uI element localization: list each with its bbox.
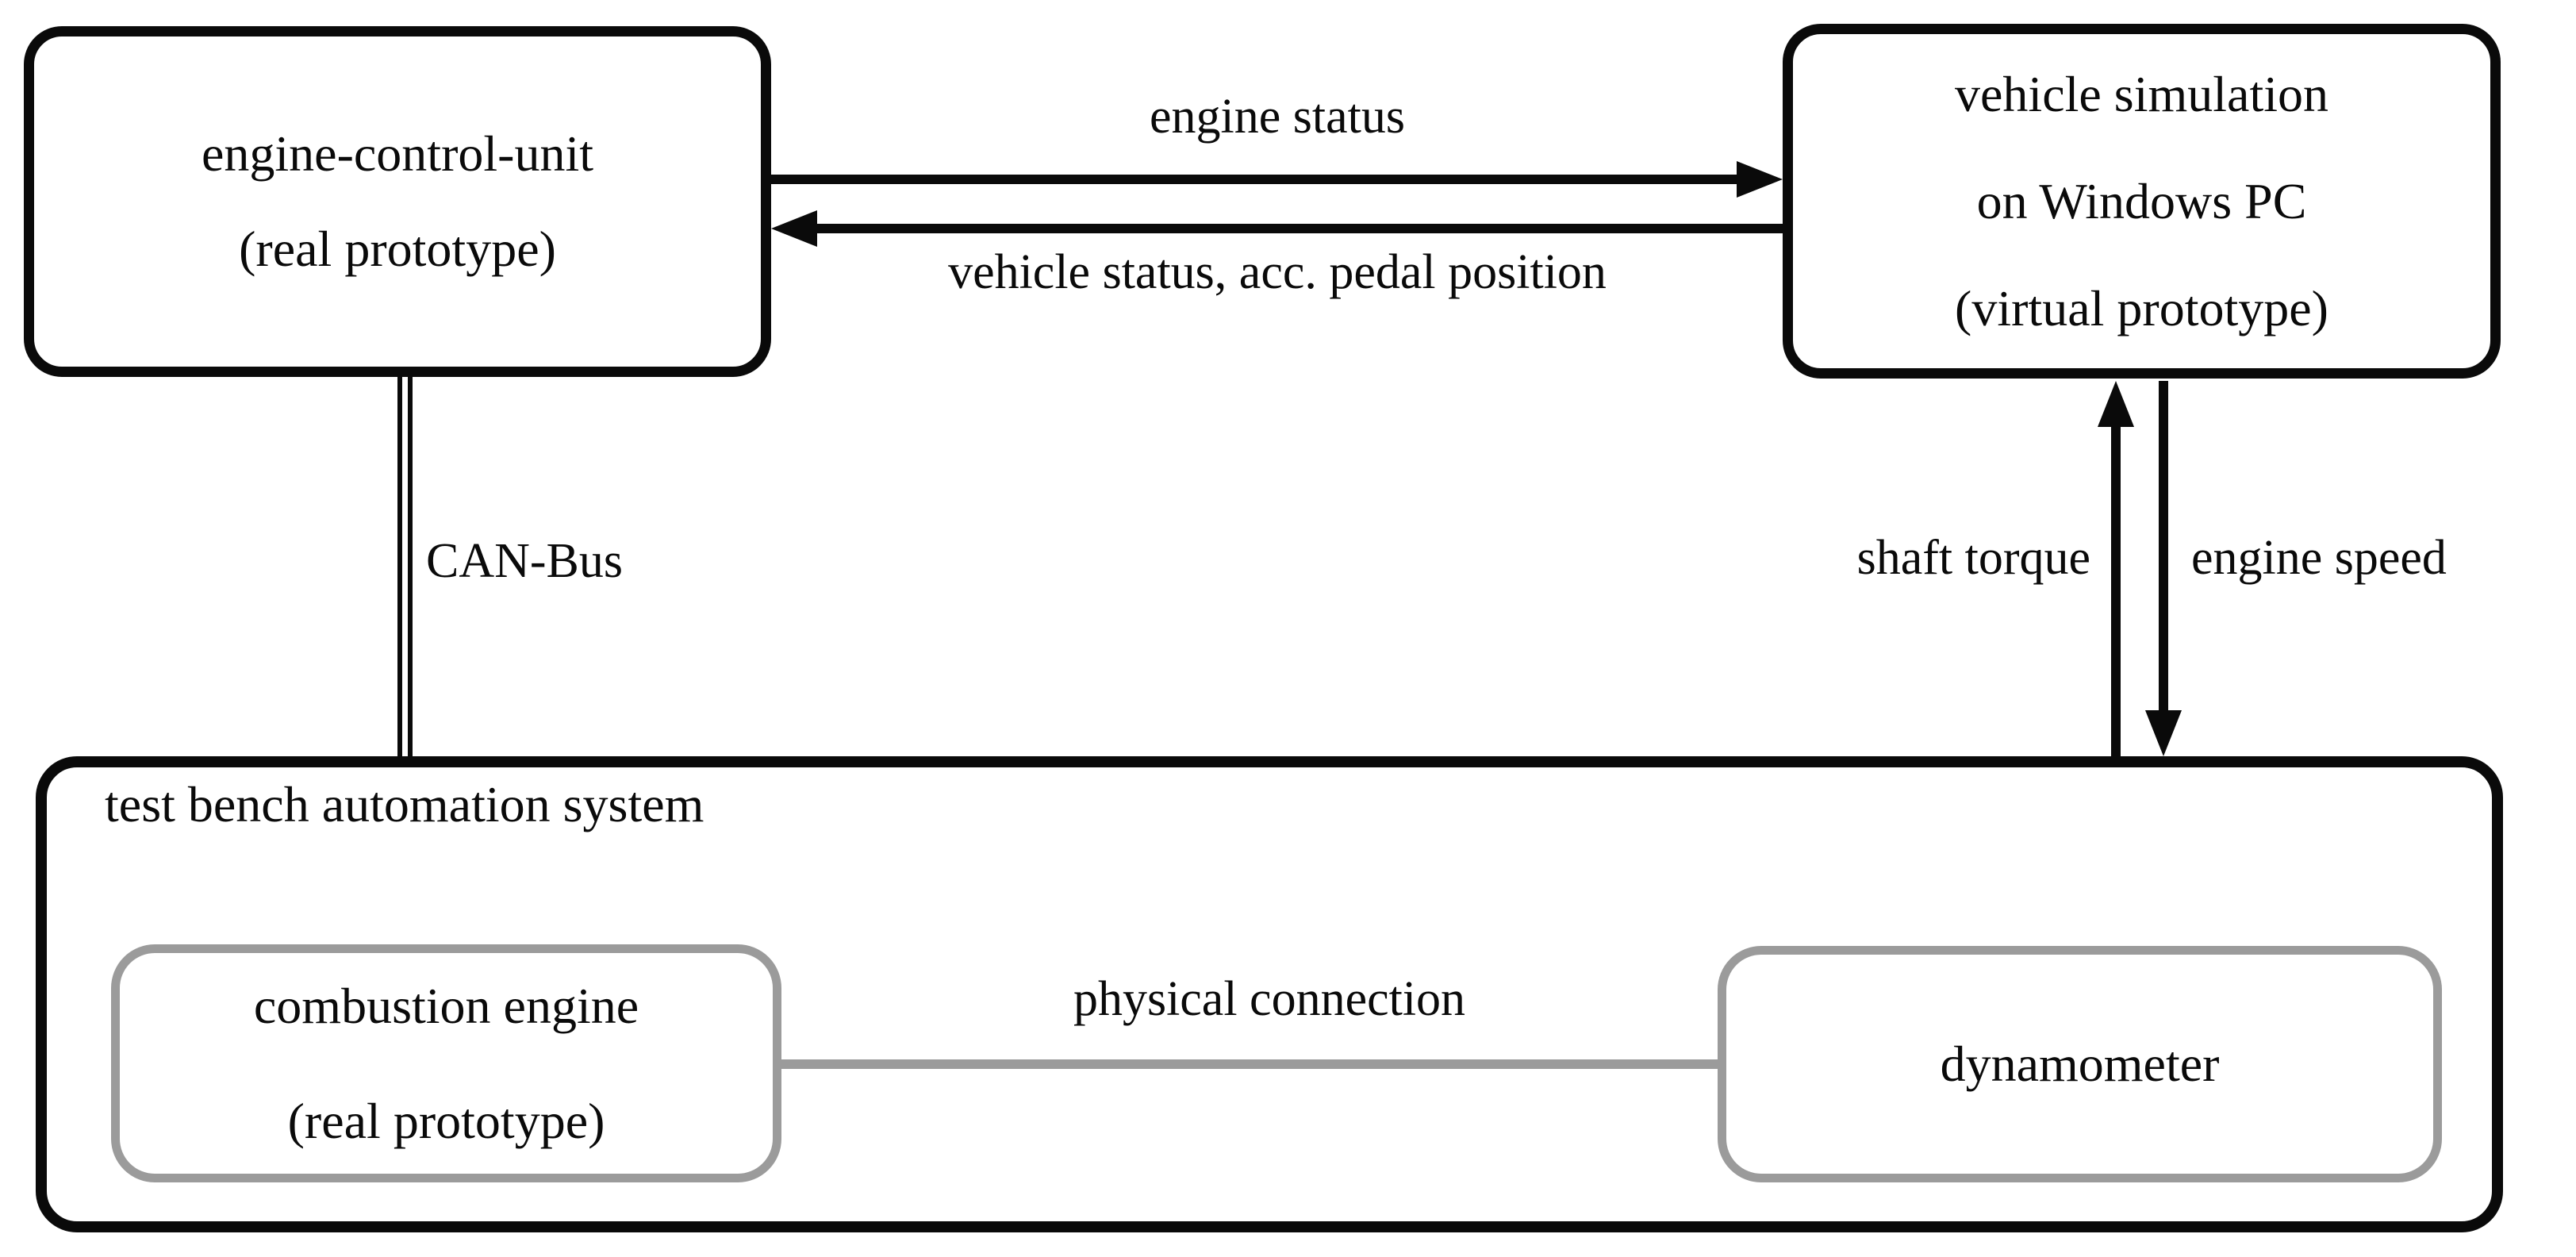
node-vehicle-simulation: vehicle simulation on Windows PC (virtua… bbox=[1783, 24, 2501, 379]
node-engine-control-unit: engine-control-unit (real prototype) bbox=[24, 26, 771, 377]
engine-speed-arrowhead-icon bbox=[2145, 710, 2182, 756]
can-bus-double-line bbox=[397, 375, 413, 758]
shaft-torque-arrowhead-icon bbox=[2098, 381, 2134, 427]
engine-status-arrow-shaft bbox=[771, 175, 1741, 184]
physical-connection-line bbox=[777, 1059, 1722, 1069]
engine-speed-arrow-shaft bbox=[2159, 381, 2168, 713]
vehicle-status-arrow-shaft bbox=[816, 224, 1783, 233]
vehicle-sim-platform: on Windows PC bbox=[1976, 173, 2307, 229]
shaft-torque-arrow-shaft bbox=[2111, 424, 2121, 756]
engine-speed-label: engine speed bbox=[2191, 531, 2447, 585]
vehicle-status-label: vehicle status, acc. pedal position bbox=[948, 245, 1607, 299]
vehicle-sim-title: vehicle simulation bbox=[1955, 66, 2328, 122]
node-combustion-engine: combustion engine (real prototype) bbox=[111, 944, 781, 1182]
physical-connection-label: physical connection bbox=[1073, 972, 1466, 1026]
ecu-title: engine-control-unit bbox=[201, 125, 594, 182]
node-dynamometer: dynamometer bbox=[1718, 946, 2442, 1182]
combustion-engine-subtitle: (real prototype) bbox=[287, 1093, 605, 1149]
engine-status-label: engine status bbox=[1150, 90, 1405, 144]
dynamometer-title: dynamometer bbox=[1940, 1036, 2220, 1092]
combustion-engine-title: combustion engine bbox=[253, 978, 639, 1034]
shaft-torque-label: shaft torque bbox=[1856, 531, 2090, 585]
vehicle-status-arrowhead-icon bbox=[771, 210, 817, 247]
test-bench-label: test bench automation system bbox=[105, 776, 704, 832]
ecu-subtitle: (real prototype) bbox=[239, 221, 556, 277]
vehicle-sim-subtitle: (virtual prototype) bbox=[1955, 280, 2328, 336]
can-bus-label: CAN-Bus bbox=[426, 534, 624, 588]
engine-status-arrowhead-icon bbox=[1737, 161, 1783, 198]
